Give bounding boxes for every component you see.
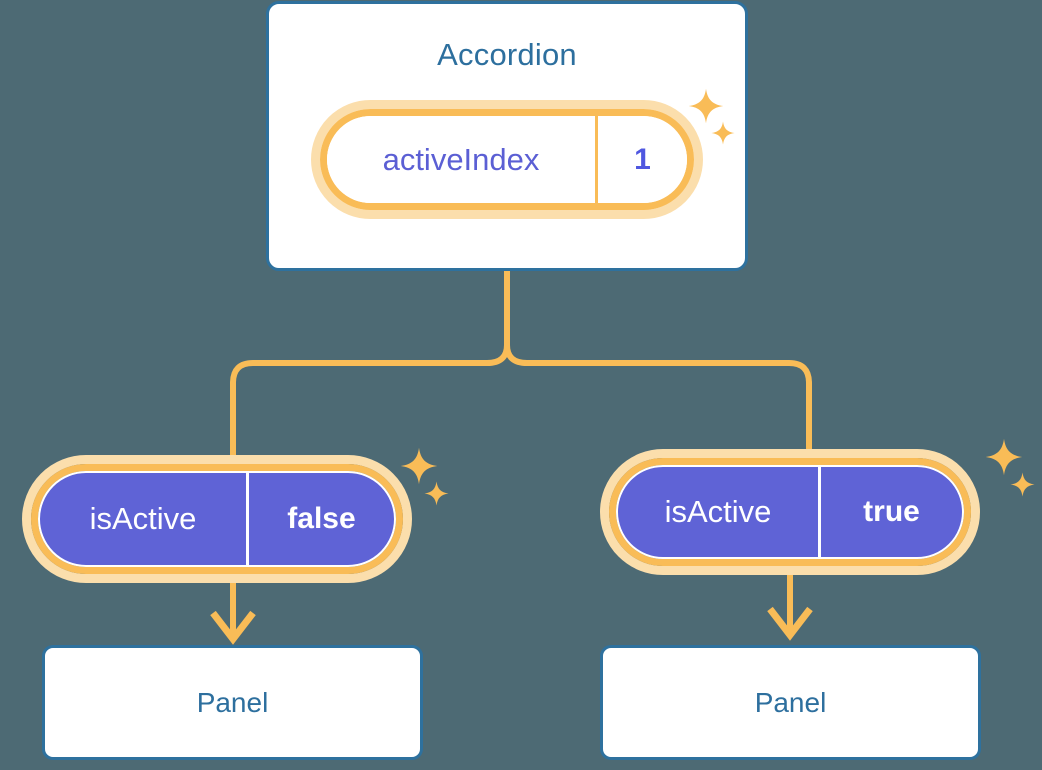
pill-body: activeIndex 1 xyxy=(327,116,687,203)
prop-value-label: true xyxy=(818,467,962,557)
pill-glow-ring xyxy=(311,100,703,219)
pill-accent-ring xyxy=(609,458,971,566)
panel-box-left[interactable]: Panel xyxy=(42,645,423,760)
accordion-title: Accordion xyxy=(437,37,577,72)
prop-key-label: isActive xyxy=(89,501,197,536)
panel-title: Panel xyxy=(196,686,269,718)
pill-accent-ring xyxy=(31,464,403,574)
pill-glow-ring xyxy=(22,455,412,583)
prop-pill-isactive-false[interactable]: isActive false xyxy=(22,455,412,583)
state-value-label: 1 xyxy=(595,116,687,203)
connector-branch-right xyxy=(504,342,812,466)
pill-body: isActive true xyxy=(616,465,964,559)
sparkle-icon xyxy=(1010,472,1035,497)
state-key-label: activeIndex xyxy=(382,141,540,177)
state-pill-activeindex[interactable]: activeIndex 1 xyxy=(311,100,703,219)
sparkle-icon xyxy=(424,481,449,506)
panel-box-right[interactable]: Panel xyxy=(600,645,981,760)
sparkle-icon xyxy=(985,438,1023,476)
pill-accent-ring xyxy=(320,109,694,210)
prop-value-label: false xyxy=(246,473,394,565)
arrow-head-right xyxy=(767,606,813,641)
pill-body: isActive false xyxy=(38,471,396,567)
prop-pill-isactive-true[interactable]: isActive true xyxy=(600,449,980,575)
panel-title: Panel xyxy=(754,686,827,718)
prop-key-label: isActive xyxy=(664,494,772,529)
pill-glow-ring xyxy=(600,449,980,575)
arrow-head-left xyxy=(210,610,256,645)
connector-branch-left xyxy=(230,342,510,466)
